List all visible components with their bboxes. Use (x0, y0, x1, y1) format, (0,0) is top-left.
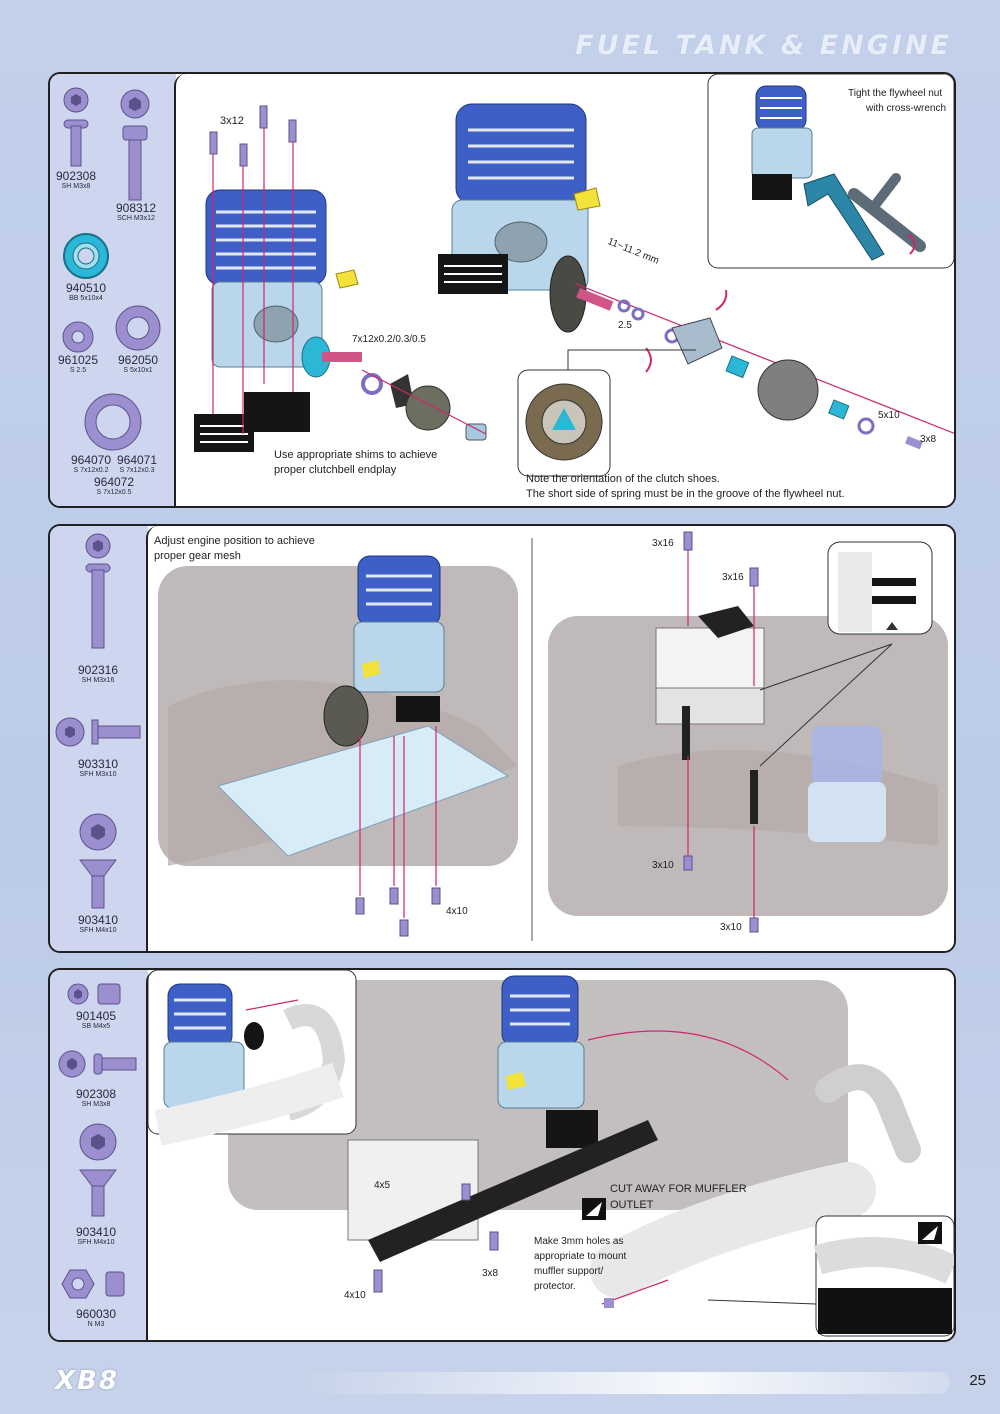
diagram-engine-assembly: 3x12 7x12x0.2/0.3/0.5 Use appropriate sh… (174, 74, 954, 506)
label-holes-note-2: appropriate to mount (534, 1251, 627, 1262)
label-holes-note-4: protector. (534, 1281, 576, 1292)
label-gear-note-1: Adjust engine position to achieve (154, 535, 315, 547)
label-gear-note-2: proper gear mesh (154, 550, 241, 562)
parts-icons-3 (58, 983, 137, 1299)
label-screw-3x8: 3x8 (920, 434, 937, 445)
label-clutch-note-2: The short side of spring must be in the … (526, 488, 845, 500)
parts-column-2: 902316 SH M3x16 903310 SFH M3x10 903410 … (50, 526, 148, 951)
part-940510: 940510 BB 5x10x4 (65, 281, 107, 303)
label-flywheel-note-1: Tight the flywheel nut (848, 88, 943, 99)
label-clutch-note-1: Note the orientation of the clutch shoes… (526, 473, 720, 485)
label-flywheel-note-2: with cross-wrench (866, 103, 947, 114)
part-902316: 902316 SH M3x16 (77, 663, 119, 685)
label-muffler-note-1: CUT AWAY FOR MUFFLER (610, 1183, 747, 1195)
part-964070: 964070 S 7x12x0.2 (70, 453, 112, 475)
label-screw-4x10: 4x10 (446, 906, 468, 917)
chassis-views (158, 531, 948, 941)
parts-column-3: 901405 SB M4x5 902308 SH M3x8 903410 SFH… (50, 970, 148, 1340)
footer-band (300, 1372, 950, 1394)
label-screw-3x12: 3x12 (220, 115, 244, 127)
label-shims-size: 7x12x0.2/0.3/0.5 (352, 334, 426, 345)
label-washer-2-5: 2.5 (618, 320, 632, 331)
part-903410-b: 903410 SFH M4x10 (75, 1225, 117, 1247)
part-903410: 903410 SFH M4x10 (77, 913, 119, 935)
page-number: 25 (969, 1372, 986, 1389)
label-shims-note-1: Use appropriate shims to achieve (274, 449, 438, 461)
parts-column-1: 902308 SH M3x8 908312 SCH M3x12 940510 B… (50, 74, 176, 506)
part-964072: 964072 S 7x12x0.5 (93, 475, 135, 497)
diagram-muffler: 4x5 3x8 4x10 CUT AWAY FOR MUFFLER OUTLET… (146, 970, 954, 1340)
part-903310: 903310 SFH M3x10 (77, 757, 119, 779)
brand-logo: XB8 (55, 1366, 119, 1396)
section-engine-assembly: 902308 SH M3x8 908312 SCH M3x12 940510 B… (48, 72, 956, 508)
part-902308-b: 902308 SH M3x8 (75, 1087, 117, 1109)
label-screw-4x5: 4x5 (374, 1180, 391, 1191)
label-holes-note-3: muffler support/ (534, 1266, 604, 1277)
parts-icons-1 (62, 87, 161, 451)
parts-icons-2 (55, 533, 141, 909)
part-901405: 901405 SB M4x5 (75, 1009, 117, 1031)
label-screw-3x16-a: 3x16 (652, 538, 674, 549)
label-muffler-note-2: OUTLET (610, 1199, 654, 1211)
label-holes-note-1: Make 3mm holes as (534, 1236, 624, 1247)
part-964071: 964071 S 7x12x0.3 (116, 453, 158, 475)
part-961025: 961025 S 2.5 (57, 353, 99, 375)
label-screw-3x8: 3x8 (482, 1268, 499, 1279)
diagram-engine-mount: Adjust engine position to achieve proper… (146, 526, 954, 951)
page-header-title: FUEL TANK & ENGINE (575, 30, 952, 61)
part-902308: 902308 SH M3x8 (55, 169, 97, 191)
engine-exploded-view (194, 74, 954, 477)
label-bearing-5x10: 5x10 (878, 410, 900, 421)
muffler-assembly-view (148, 970, 954, 1337)
section-engine-mount: 902316 SH M3x16 903310 SFH M3x10 903410 … (48, 524, 956, 953)
part-962050: 962050 S 5x10x1 (117, 353, 159, 375)
label-screw-3x10-a: 3x10 (652, 860, 674, 871)
label-screw-3x10-b: 3x10 (720, 922, 742, 933)
label-shims-note-2: proper clutchbell endplay (274, 464, 397, 476)
label-screw-3x16-b: 3x16 (722, 572, 744, 583)
label-screw-4x10: 4x10 (344, 1290, 366, 1301)
part-960030: 960030 N M3 (75, 1307, 117, 1329)
section-muffler: 901405 SB M4x5 902308 SH M3x8 903410 SFH… (48, 968, 956, 1342)
part-908312: 908312 SCH M3x12 (115, 201, 157, 223)
